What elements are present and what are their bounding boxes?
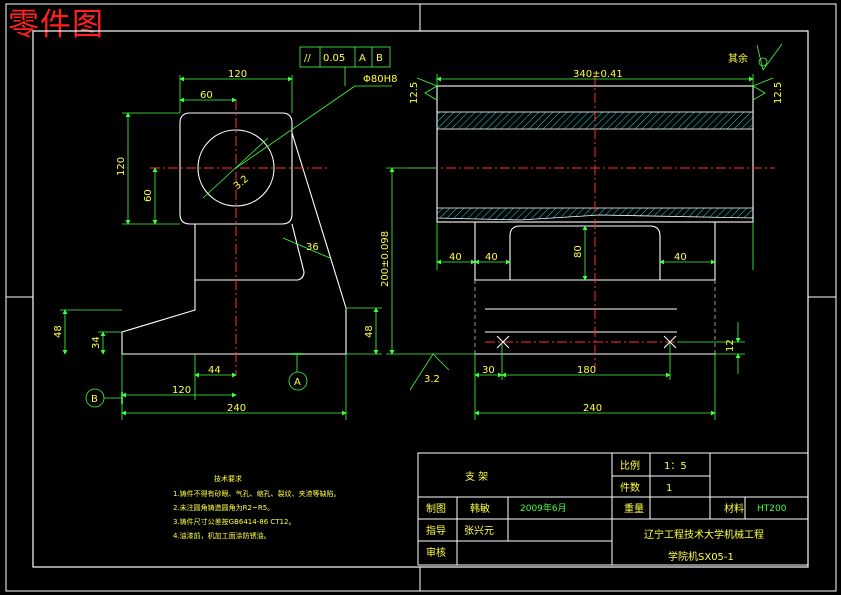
sheet-frame: [5, 3, 837, 592]
dim-center-height: 60: [143, 189, 154, 202]
dim-base-240: 240: [227, 403, 246, 414]
front-view-labels: Φ80H8 120 60 120 60 36 48 34 48 120 44 2…: [53, 69, 397, 414]
other-roughness-label: 其余: [728, 52, 748, 65]
drawing-title: 零件图: [8, 7, 104, 43]
front-view: [121, 100, 347, 375]
dim-rib-angle: 36: [306, 242, 319, 253]
dim-length: 340±0.41: [573, 69, 623, 80]
dim-180: 180: [577, 365, 596, 376]
side-view-labels: 340±0.41 12.5 12.5 200±0.098 40 40 40 80…: [380, 52, 784, 414]
school-line-1: 辽宁工程技术大学机械工程: [644, 528, 764, 541]
dim-30: 30: [482, 365, 495, 376]
material-value: HT200: [757, 504, 787, 514]
count-value: 1: [666, 483, 672, 494]
checked-label: 指导: [426, 524, 446, 537]
scale-label: 比例: [620, 459, 640, 472]
dim-40-right: 40: [674, 252, 687, 263]
drawn-date: 2009年6月: [520, 502, 567, 514]
material-label: 材料: [724, 502, 744, 515]
tech-note-item: 4.油漆前，机加工面涂防锈油。: [173, 531, 271, 540]
title-block: [417, 452, 809, 566]
rough-right: 12.5: [773, 82, 784, 104]
dim-flange-34: 34: [91, 336, 102, 349]
tech-note-item: 2.未注圆角铸造圆角为R2~R5。: [173, 503, 274, 512]
weight-label: 重量: [624, 502, 644, 515]
side-view: [410, 75, 775, 370]
drawn-label: 制图: [426, 502, 446, 515]
dim-flange-48: 48: [53, 325, 64, 338]
tolerance-datum-a: A: [359, 53, 366, 64]
tech-note-item: 3.铸件尺寸公差按GB6414-86 CT12。: [173, 517, 295, 526]
dim-80: 80: [573, 245, 584, 258]
dim-base-120: 120: [172, 385, 191, 396]
dim-side-240: 240: [583, 403, 602, 414]
tolerance-datum-b: B: [376, 53, 383, 64]
tech-notes: 技术要求 1.铸件不得有砂眼、气孔、缩孔、裂纹、夹渣等缺陷。 2.未注圆角铸造圆…: [173, 474, 341, 540]
count-label: 件数: [620, 481, 640, 494]
datum-b-label: B: [91, 394, 98, 405]
drawn-name: 韩敏: [470, 502, 490, 515]
roughness-bore-value: 3.2: [232, 174, 251, 193]
front-view-dimensions: [60, 75, 392, 420]
dim-top-width: 120: [228, 69, 247, 80]
part-name: 支 架: [465, 471, 488, 483]
checked-name: 张兴元: [464, 525, 494, 537]
dim-right-48: 48: [364, 325, 375, 338]
dim-total-height: 120: [116, 157, 127, 176]
title-block-text: 支 架 比例 1：5 件数 1 制图 韩敏 2009年6月 重量 材料 HT20…: [426, 459, 787, 563]
datum-a-label: A: [294, 377, 301, 388]
dim-12: 12: [725, 339, 736, 352]
review-label: 审核: [426, 546, 446, 559]
tolerance-frame: // 0.05 A B: [299, 46, 391, 86]
side-view-dimensions: [386, 43, 783, 420]
dim-height: 200±0.098: [380, 231, 391, 287]
dim-40-left: 40: [449, 252, 462, 263]
bore-diameter-label: Φ80H8: [363, 74, 397, 85]
tolerance-symbol: //: [304, 53, 311, 64]
dim-half-width: 60: [200, 90, 213, 101]
roughness-base-value: 3.2: [424, 374, 440, 385]
dim-base-44: 44: [208, 365, 221, 376]
dim-40-mid: 40: [485, 252, 498, 263]
scale-value: 1：5: [664, 461, 687, 472]
tech-notes-heading: 技术要求: [214, 474, 242, 483]
school-line-2: 学院机SX05-1: [668, 550, 734, 563]
tolerance-value: 0.05: [323, 53, 345, 64]
rough-left: 12.5: [409, 82, 420, 104]
tech-note-item: 1.铸件不得有砂眼、气孔、缩孔、裂纹、夹渣等缺陷。: [173, 489, 341, 498]
